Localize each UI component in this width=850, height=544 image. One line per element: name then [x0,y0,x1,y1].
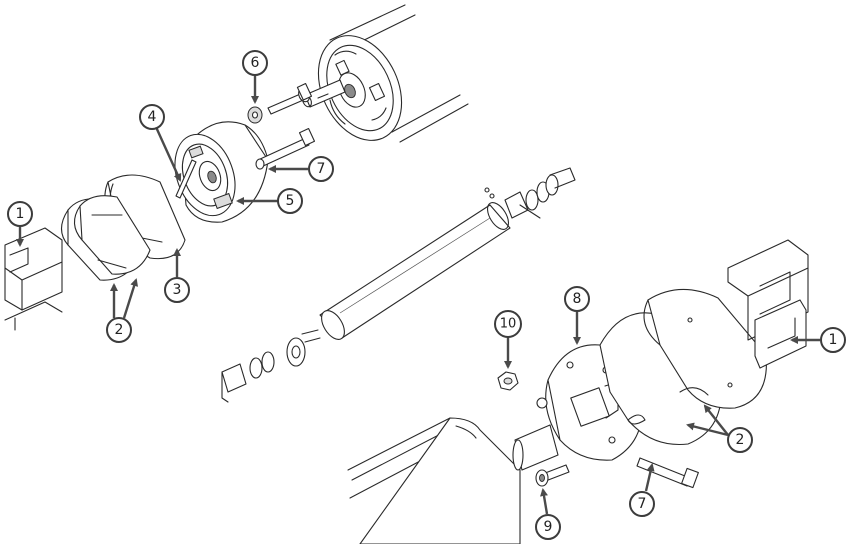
bolt-lower [255,127,316,170]
roller-tube-top [317,4,469,143]
callout-7-bottom-label: 7 [638,496,647,512]
callout-2-right-label: 2 [736,432,745,448]
shaft-bottom [512,424,559,471]
bearing-hub-5 [174,121,269,223]
bolt-upper [267,82,313,115]
spacer-discs-2 [60,195,151,281]
callout-7-bottom: 7 [629,491,655,517]
washer-9-bolt [535,464,570,487]
bracket-1-left [4,227,63,331]
bolt-7-bottom [636,457,699,489]
callout-9: 9 [535,514,561,540]
callout-6: 6 [242,50,268,76]
callout-2-left: 2 [106,317,132,343]
callout-10-label: 10 [500,317,517,332]
callout-1-right-label: 1 [829,332,838,348]
roller-tube-bottom [347,417,521,544]
callout-5-label: 5 [286,193,295,209]
center-roller-tube [319,202,511,340]
center-left-end [221,329,321,403]
callout-8-label: 8 [573,291,582,307]
center-right-end [484,167,576,219]
washer-6 [247,106,263,124]
callout-6-label: 6 [251,55,260,71]
bracket-1-right [727,239,809,369]
callout-leaders [16,75,820,515]
callout-3-label: 3 [173,282,182,298]
motor-shaft [302,79,346,108]
callout-1-left: 1 [7,201,33,227]
callout-8: 8 [564,286,590,312]
callout-2-right: 2 [727,427,753,453]
callout-7-top: 7 [308,156,334,182]
callout-4-label: 4 [148,109,157,125]
callout-10: 10 [494,310,522,338]
callout-4: 4 [139,104,165,130]
callout-1-left-label: 1 [16,206,25,222]
callout-1-right: 1 [820,327,846,353]
spring-pin-4 [175,159,197,199]
nut-10 [497,371,519,391]
callout-7-top-label: 7 [317,161,326,177]
callout-9-label: 9 [544,519,553,535]
callout-5: 5 [277,188,303,214]
bottom-spacer-discs [599,288,767,446]
callout-3: 3 [164,277,190,303]
callout-2-left-label: 2 [115,322,124,338]
